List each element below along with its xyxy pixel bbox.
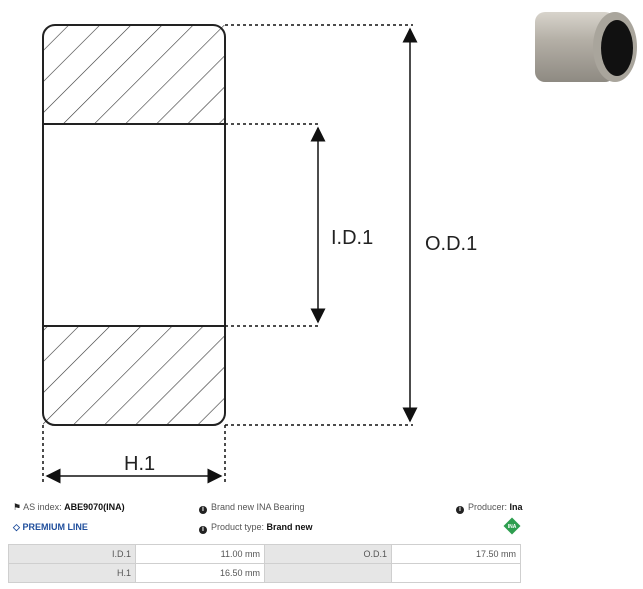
as-index-value: ABE9070(INA) — [64, 502, 125, 512]
h-label: H.1 — [124, 453, 155, 475]
spec-value: 16.50 mm — [135, 563, 265, 583]
extension-lines — [42, 24, 413, 482]
spec-label: H.1 — [8, 563, 136, 583]
premium-line-badge[interactable]: ◇ PREMIUM LINE — [13, 522, 88, 533]
bearing-dimension-diagram: I.D.1 O.D.1 H.1 — [42, 24, 477, 484]
od-label: O.D.1 — [425, 233, 477, 255]
spec-label — [264, 563, 392, 583]
product-type-label: Product type: — [211, 522, 265, 532]
as-index-label: AS index: — [23, 502, 62, 512]
spec-value — [391, 563, 521, 583]
premium-line-label: PREMIUM LINE — [22, 522, 88, 532]
product-type: i Product type: Brand new — [199, 522, 313, 534]
tags-icon: ⚑ — [13, 502, 22, 512]
spec-value: 17.50 mm — [391, 544, 521, 564]
info-icon: i — [199, 506, 207, 514]
producer: i Producer: Ina — [456, 502, 523, 514]
description: i Brand new INA Bearing — [199, 502, 305, 514]
spec-value: 11.00 mm — [135, 544, 265, 564]
product-photo — [535, 12, 637, 82]
id-label: I.D.1 — [331, 227, 373, 249]
spec-label: I.D.1 — [8, 544, 136, 564]
product-type-value: Brand new — [266, 522, 313, 532]
svg-text:INA: INA — [508, 524, 517, 530]
specs-table: I.D.1 11.00 mm O.D.1 17.50 mm H.1 16.50 … — [8, 544, 521, 583]
diamond-icon: ◇ — [13, 522, 20, 532]
table-row: I.D.1 11.00 mm O.D.1 17.50 mm — [8, 544, 521, 564]
table-row: H.1 16.50 mm — [8, 563, 521, 583]
as-index: ⚑ AS index: ABE9070(INA) — [13, 502, 125, 513]
info-icon: i — [456, 506, 464, 514]
producer-label: Producer: — [468, 502, 508, 512]
info-icon: i — [199, 526, 207, 534]
description-text: Brand new INA Bearing — [211, 502, 305, 512]
ina-logo: INA — [503, 517, 521, 535]
bearing-section — [42, 24, 226, 426]
spec-label: O.D.1 — [264, 544, 392, 564]
producer-value: Ina — [509, 502, 523, 512]
